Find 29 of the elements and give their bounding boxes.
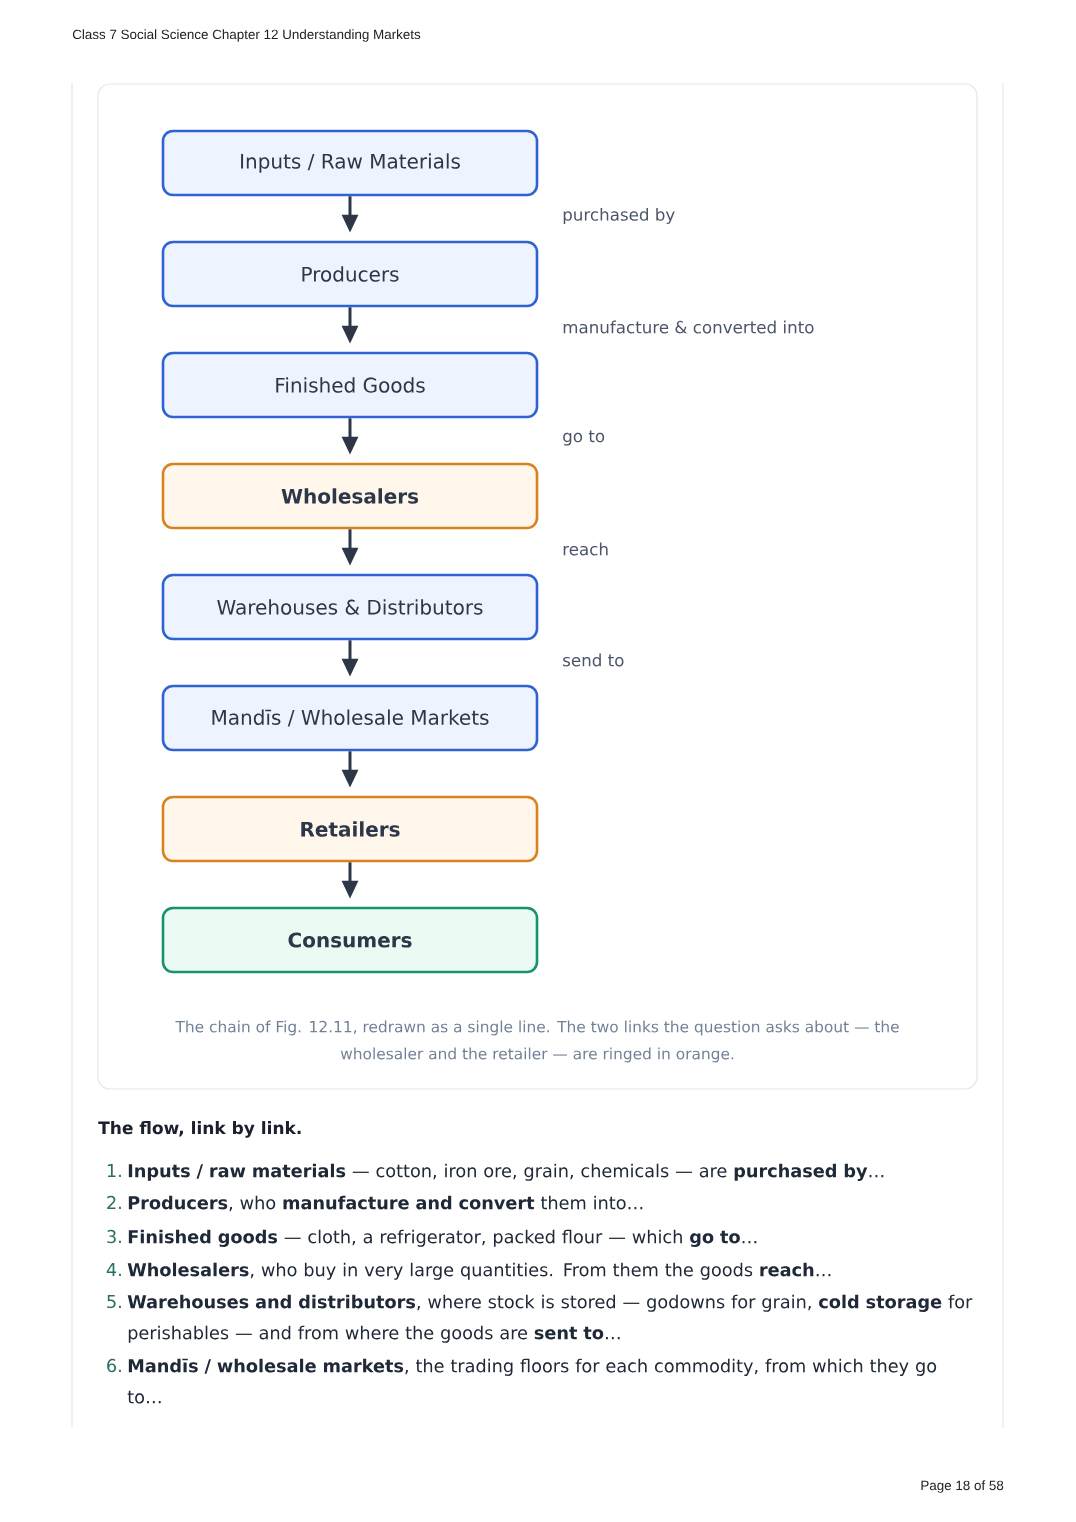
list-number: 1. [107, 1164, 121, 1177]
process-box: Warehouses & Distributors [161, 573, 539, 641]
process-box: Wholesalers [161, 462, 539, 530]
page-number: Page 18 of 58 [921, 1480, 1004, 1493]
process-box: Consumers [161, 906, 539, 974]
list-number: 2. [107, 1195, 121, 1209]
list-item: Mandīs / wholesale markets, the trading floors for each commodity, from which they go to… [127, 1358, 937, 1404]
process-box: Mandīs / Wholesale Markets [161, 684, 539, 752]
process-box: Inputs / Raw Materials [161, 129, 539, 197]
flow-note: manufacture & converted into [563, 320, 814, 334]
flow-note: send to [563, 653, 624, 667]
list-item: Warehouses and distributors, where stock is stored — godowns for grain, cold storage for perishables — and from where the goods are sent to… [127, 1294, 973, 1343]
list-item: Producers, who manufacture and convert them into… [128, 1195, 643, 1212]
flow-note: go to [563, 430, 605, 446]
list-number: 5. [107, 1295, 121, 1309]
process-box: Producers [161, 240, 539, 308]
flow-note: reach [563, 542, 608, 556]
list-number: 6. [107, 1358, 121, 1373]
process-box: Retailers [161, 795, 539, 863]
section-heading: The flow, link by link. [98, 1121, 301, 1138]
list-item: Inputs / raw materials — cotton, iron ore, grain, chemicals — are purchased by… [128, 1163, 884, 1181]
list-item: Wholesalers, who buy in very large quantities. From them the goods reach… [127, 1262, 831, 1280]
list-item: Finished goods — cloth, a refrigerator, packed flour — which go to… [128, 1229, 757, 1247]
header-text: Class 7 Social Science Chapter 12 Understanding Markets [72, 29, 421, 42]
process-box: Finished Goods [161, 351, 539, 419]
figure-caption: The chain of Fig. 12.11, redrawn as a single line. The two links the question asks about — the wholesaler and the retailer — are ringed in orange. [175, 1020, 899, 1063]
flow-note: purchased by [563, 207, 675, 225]
list-number: 4. [106, 1263, 121, 1276]
list-number: 3. [107, 1229, 121, 1244]
